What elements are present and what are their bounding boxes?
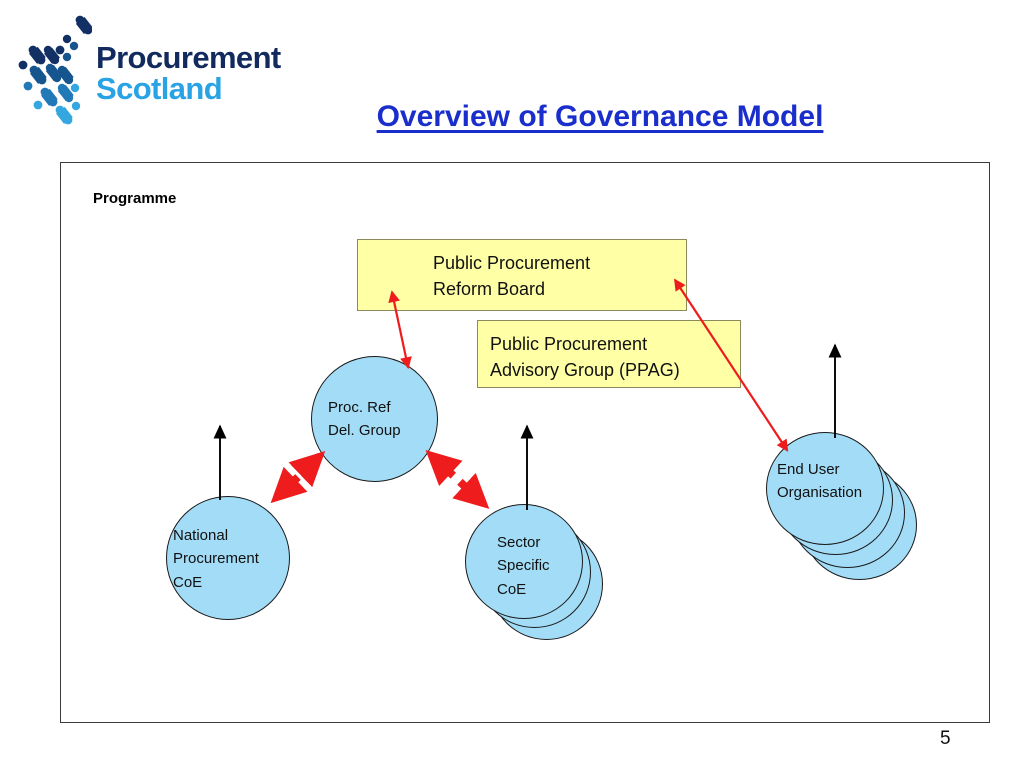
natproc-line-3: CoE bbox=[173, 573, 203, 591]
prdg-line-1: Proc. Ref bbox=[328, 399, 391, 416]
national-procurement-coe-label: National Procurement CoE bbox=[173, 524, 259, 594]
node-proc-ref-del-group[interactable] bbox=[311, 356, 438, 482]
sector-specific-coe-label: Sector Specific CoE bbox=[497, 531, 550, 601]
sector-line-2: Specific bbox=[497, 557, 550, 575]
logo-line-procurement: Procurement bbox=[96, 40, 281, 75]
euo-line-1: End User bbox=[777, 461, 840, 478]
sector-line-1: Sector bbox=[497, 534, 541, 551]
page-number: 5 bbox=[940, 728, 951, 749]
reform-board-line-2: Reform Board bbox=[433, 279, 546, 300]
ppag-line-1: Public Procurement bbox=[490, 334, 648, 354]
logo-wordmark: Procurement Scotland bbox=[96, 40, 281, 106]
node-sector-specific-coe[interactable] bbox=[465, 504, 605, 640]
node-national-procurement-coe[interactable] bbox=[166, 496, 290, 620]
sector-line-3: CoE bbox=[497, 580, 527, 598]
logo-line-scotland: Scotland bbox=[96, 71, 223, 106]
natproc-line-2: Procurement bbox=[173, 550, 259, 568]
reform-board-line-1: Public Procurement bbox=[433, 253, 591, 273]
ppag-line-2: Advisory Group (PPAG) bbox=[490, 360, 680, 381]
proc-ref-del-group-label: Proc. Ref Del. Group bbox=[328, 396, 401, 443]
procurement-scotland-dots-icon bbox=[18, 15, 92, 125]
prdg-line-2: Del. Group bbox=[328, 422, 401, 440]
euo-line-2: Organisation bbox=[777, 484, 863, 502]
page-title: Overview of Governance Model bbox=[376, 100, 824, 133]
programme-label: Programme bbox=[93, 190, 177, 207]
end-user-organisation-label: End User Organisation bbox=[777, 458, 862, 505]
procurement-scotland-logo: Procurement Scotland bbox=[12, 12, 281, 127]
node-end-user-organisation[interactable] bbox=[766, 432, 918, 580]
node-public-procurement-reform-board[interactable]: Public Procurement Reform Board bbox=[357, 239, 687, 311]
sector-stack-layer-front bbox=[465, 504, 583, 619]
natproc-line-1: National bbox=[173, 527, 229, 544]
node-public-procurement-advisory-group[interactable]: Public Procurement Advisory Group (PPAG) bbox=[477, 320, 741, 388]
